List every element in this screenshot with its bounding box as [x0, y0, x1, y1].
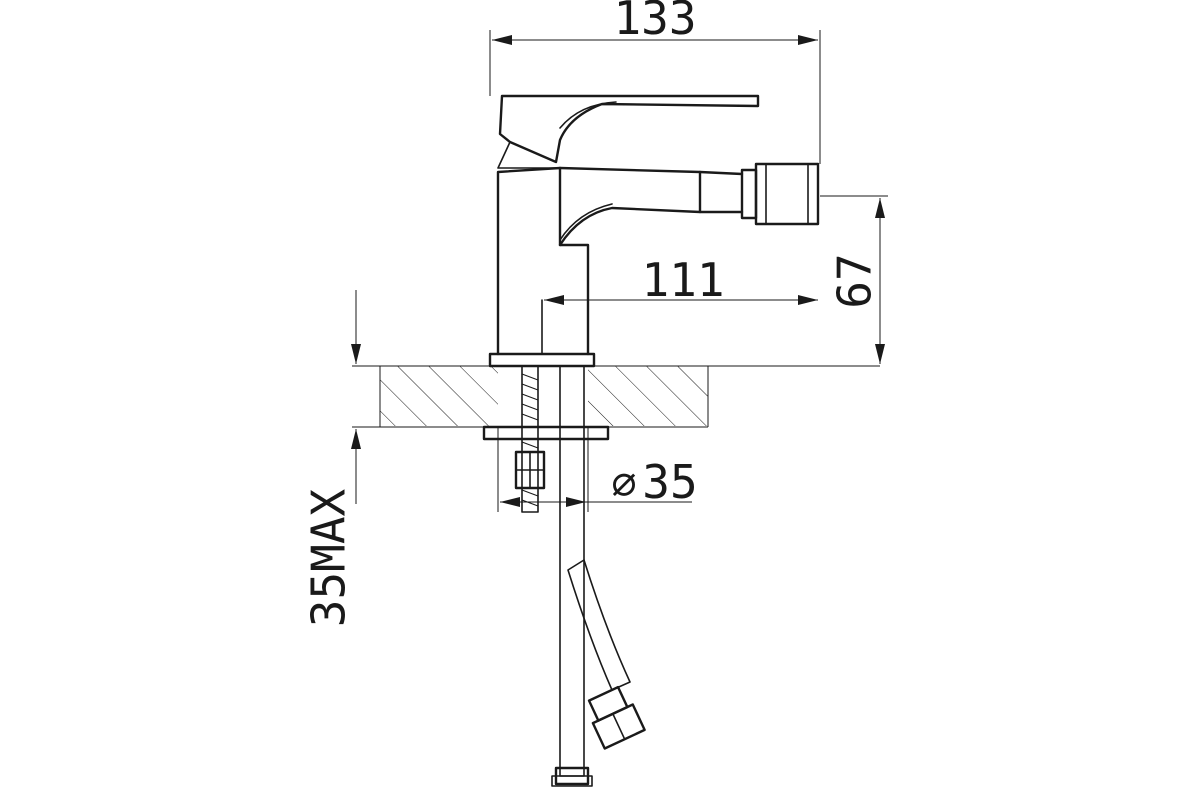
dim-label-spout-reach: 111	[641, 253, 724, 307]
dim-hole-diameter	[497, 427, 692, 512]
dim-overall-width	[489, 30, 821, 164]
dim-spout-height	[820, 195, 888, 364]
flex-hose-secondary	[567, 559, 646, 750]
faucet-handle	[497, 94, 760, 169]
flex-hose-main	[551, 365, 593, 787]
dim-label-max-counter-thickness: 35MAX	[302, 488, 356, 627]
dim-label-spout-height: 67	[828, 253, 882, 308]
dim-label-hole-diameter: 35	[642, 455, 697, 509]
dim-label-hole-diameter-symbol: ⌀	[611, 459, 636, 508]
countertop-section	[352, 365, 880, 428]
dim-label-overall-width: 133	[613, 0, 696, 45]
faucet-body	[488, 162, 820, 368]
